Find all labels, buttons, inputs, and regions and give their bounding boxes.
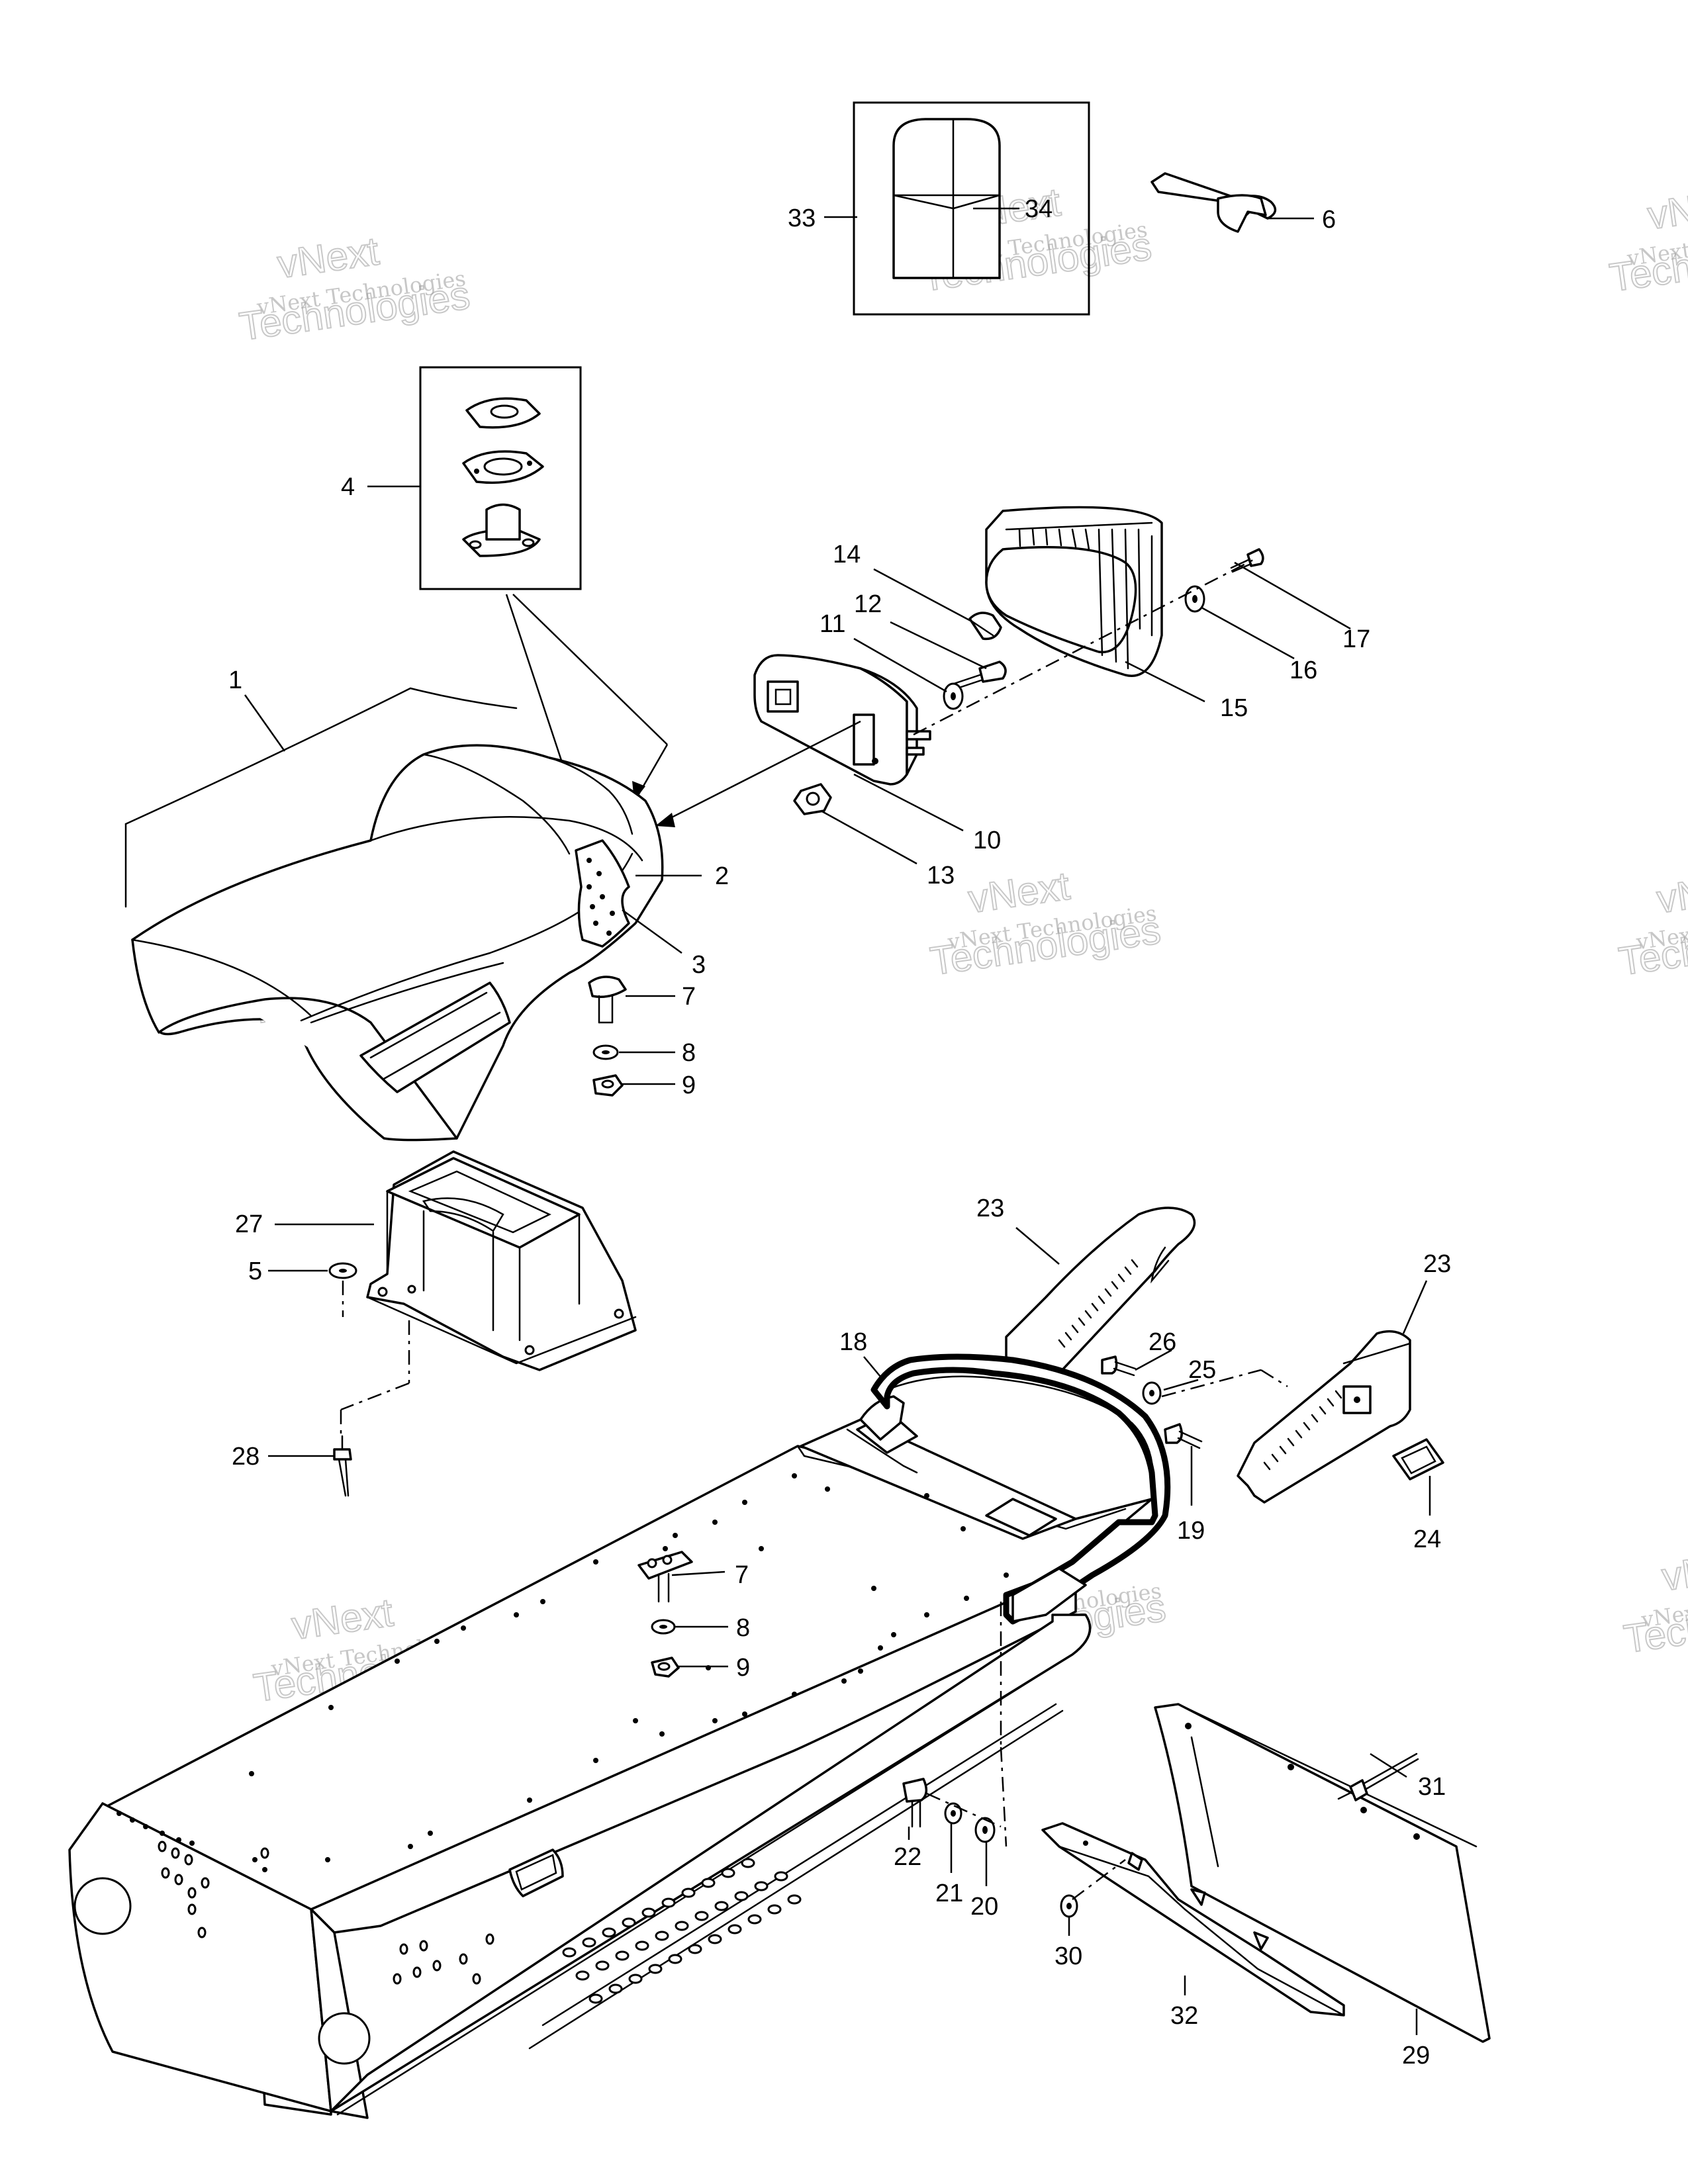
lockwasher-21: [944, 1802, 962, 1825]
callout-7-lower: 7: [735, 1561, 749, 1589]
stud-7a: [588, 976, 627, 1024]
callout-23-right: 23: [1423, 1250, 1451, 1278]
watermark-vnext: vNext: [275, 228, 382, 287]
cap-grip-lines: [1058, 1259, 1139, 1348]
callout-25: 25: [1188, 1356, 1216, 1384]
kit-33-box: [853, 101, 1090, 316]
callout-5: 5: [248, 1257, 262, 1285]
watermark-vnext: vNext: [1645, 180, 1688, 238]
washer-16: [1184, 585, 1205, 613]
callout-10: 10: [973, 827, 1001, 854]
callout-17: 17: [1342, 625, 1370, 653]
watermark: vNext Technologies vNext Technologies: [927, 862, 1164, 984]
callout-3: 3: [692, 951, 706, 979]
nut-9a: [592, 1074, 624, 1097]
callout-13: 13: [927, 862, 955, 889]
watermark-vnext: vNext: [1659, 1541, 1688, 1600]
side-holes: [158, 1841, 494, 1985]
callout-9-upper: 9: [682, 1071, 696, 1099]
callout-23-left: 23: [976, 1195, 1004, 1222]
storage-box-27: [366, 1150, 637, 1371]
leader-lines: [244, 207, 1431, 2035]
washer-11: [943, 682, 964, 710]
callout-12: 12: [854, 590, 882, 618]
screw-12: [949, 660, 1007, 692]
taillight-centerline: [655, 558, 1255, 827]
callout-30: 30: [1055, 1942, 1082, 1970]
callout-33: 33: [788, 205, 816, 232]
callout-24: 24: [1413, 1525, 1441, 1553]
tunnel-holes: [117, 1473, 1009, 1872]
rivet-31: [1337, 1752, 1419, 1801]
screw-19: [1164, 1423, 1203, 1449]
screw-26: [1101, 1355, 1137, 1377]
lockwasher-8b: [651, 1619, 676, 1635]
tunnel-body: [68, 1412, 1153, 2119]
spanner-wrench-6: [1150, 172, 1277, 233]
seat-1: [124, 687, 664, 1142]
callout-34: 34: [1025, 195, 1053, 223]
washer-25: [1142, 1369, 1288, 1405]
handle-cap-23-right: [1237, 1330, 1411, 1504]
handle-dashline: [1000, 1602, 1008, 1847]
watermark-vnext: vNext: [1654, 864, 1688, 922]
callout-6: 6: [1322, 206, 1336, 234]
lockwasher-8a: [592, 1044, 619, 1060]
callout-27: 27: [235, 1210, 263, 1238]
callout-14: 14: [833, 541, 861, 569]
callout-11: 11: [820, 610, 845, 638]
latch-kit-4-box: [419, 366, 582, 590]
taillight-housing-10: [753, 654, 931, 786]
callout-16: 16: [1289, 657, 1317, 684]
cap-grip-lines: [1263, 1390, 1342, 1471]
watermark-vnext: vNext: [289, 1590, 397, 1648]
nut-13: [793, 783, 832, 815]
watermark-vnext: vNext: [966, 863, 1073, 921]
callout-8-lower: 8: [736, 1614, 750, 1642]
running-board-holes: [562, 1858, 802, 2004]
washer-30: [1060, 1859, 1126, 1918]
washer-5: [328, 1262, 357, 1317]
bulb-14: [968, 612, 1002, 641]
callout-15: 15: [1220, 694, 1248, 722]
rivet-28: [333, 1320, 410, 1497]
callout-19: 19: [1177, 1517, 1205, 1545]
mud-plate-32: [1041, 1822, 1345, 2017]
callout-2: 2: [715, 862, 729, 890]
screw-17: [1230, 548, 1264, 573]
handle-cap-23-left: [1005, 1206, 1196, 1378]
callout-22: 22: [894, 1843, 921, 1871]
watermark: vNext Technologies vNext Technologies: [1615, 863, 1688, 985]
callout-7-upper: 7: [682, 983, 696, 1011]
taillight-lens-15: [985, 506, 1163, 677]
snow-flap-29: [1154, 1703, 1491, 2043]
washer-20: [974, 1817, 996, 1843]
watermark: vNext Technologies vNext Technologies: [1620, 1541, 1688, 1662]
grab-handle-18: [859, 1353, 1171, 1625]
callout-4: 4: [341, 473, 355, 501]
callout-21: 21: [935, 1880, 963, 1907]
lens-ribs: [1005, 522, 1153, 670]
bolt-22: [902, 1778, 928, 1828]
callout-29: 29: [1402, 2042, 1430, 2070]
callout-9-lower: 9: [736, 1654, 750, 1682]
callout-28: 28: [232, 1443, 259, 1471]
nut-9b: [651, 1657, 680, 1678]
bolt-22-axis: [926, 1792, 1002, 1828]
callout-labels: 33 34 6 4 14 12 11 17 16 15 1 10 13 2 3 …: [228, 195, 1451, 2070]
stud-7b: [637, 1551, 693, 1603]
callout-20: 20: [970, 1893, 998, 1921]
callout-1: 1: [228, 666, 242, 694]
callout-8-upper: 8: [682, 1039, 696, 1067]
watermark: vNext Technologies vNext Technologies: [1606, 179, 1688, 301]
reflector-24: [1392, 1438, 1444, 1480]
watermark: vNext Technologies vNext Technologies: [236, 228, 473, 349]
callout-32: 32: [1170, 2002, 1198, 2030]
callout-18: 18: [839, 1328, 867, 1356]
callout-31: 31: [1418, 1773, 1446, 1801]
callout-26: 26: [1149, 1328, 1176, 1356]
